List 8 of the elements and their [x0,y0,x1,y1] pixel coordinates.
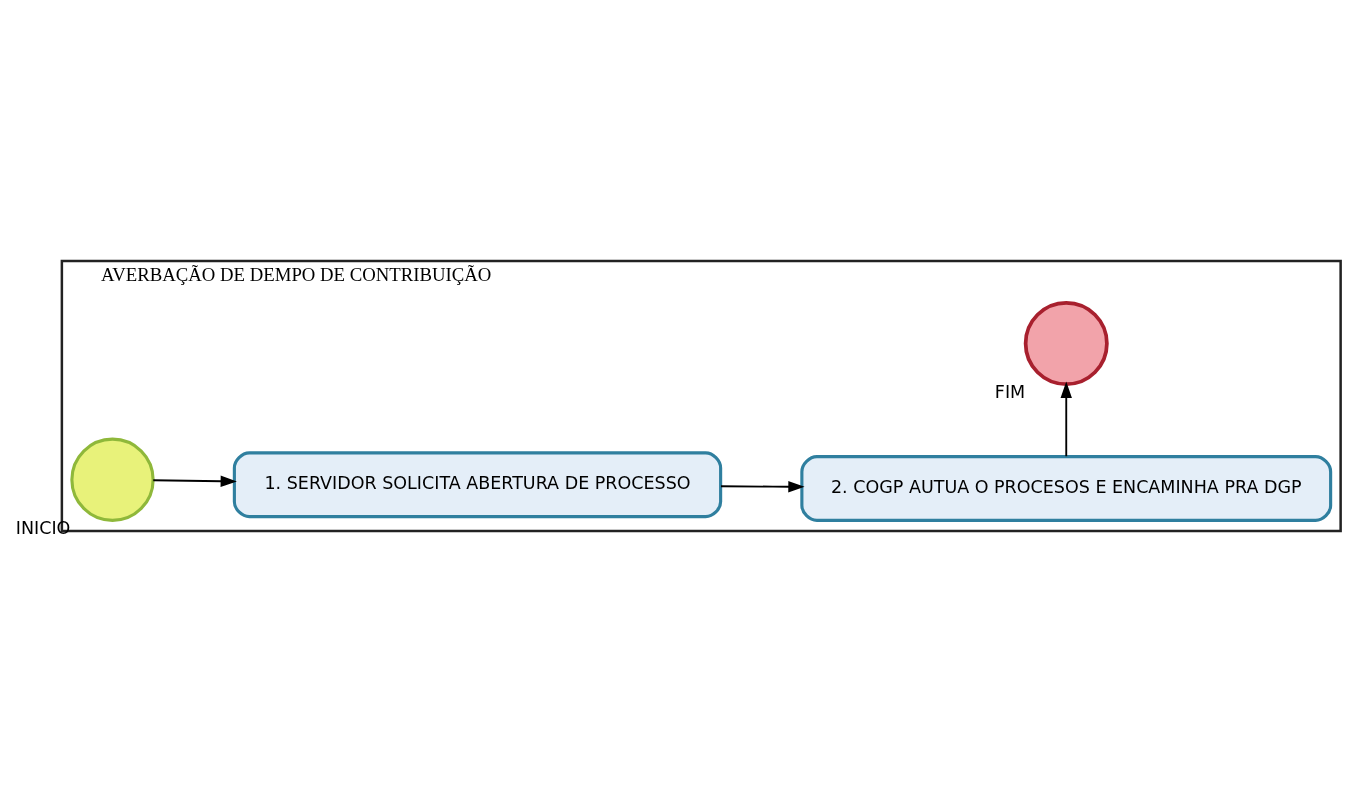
node-circle [1023,300,1109,386]
node-box: 1. SERVIDOR SOLICITA ABERTURA DE PROCESSO [232,450,723,518]
node-circle [70,437,155,522]
node-label: FIM [994,381,1026,402]
arrow [1060,381,1072,457]
arrow [720,480,805,492]
node-box: 2. COGP AUTUA O PROCESOS E ENCAMINHA PRA DGP [800,454,1333,522]
arrow [152,475,237,487]
